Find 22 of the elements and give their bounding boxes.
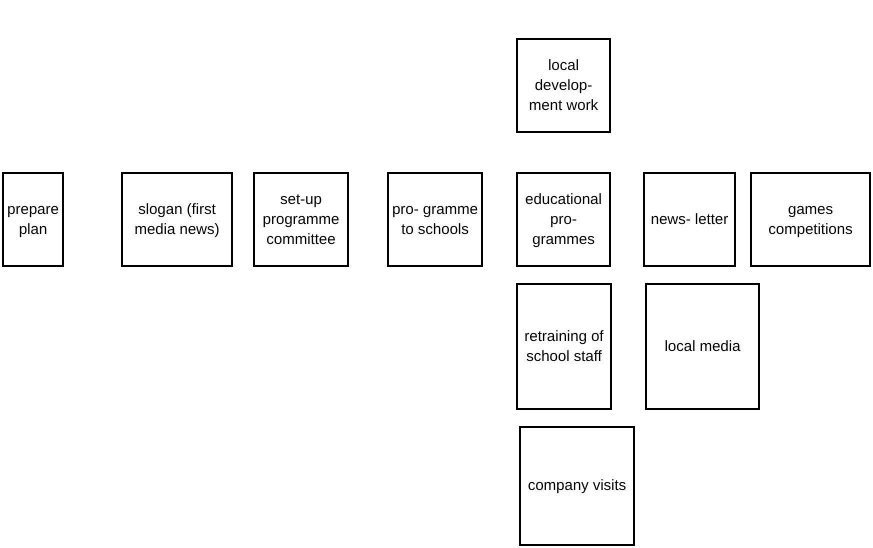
process-box	[2, 172, 64, 267]
process-box	[516, 283, 612, 410]
box-label: games competitions	[767, 200, 854, 240]
process-box	[750, 172, 871, 267]
process-box	[387, 172, 483, 267]
box-label: retraining of school staff	[523, 326, 605, 366]
process-box	[645, 283, 760, 410]
box-label: local develop- ment work	[528, 56, 600, 116]
box-label: pro- gramme to schools	[391, 200, 479, 240]
process-box	[519, 426, 635, 546]
box-label: prepare plan	[6, 200, 60, 240]
process-box	[253, 172, 349, 267]
box-label: company visits	[528, 476, 626, 496]
process-box	[121, 172, 233, 267]
box-label: slogan (first media news)	[133, 200, 221, 240]
process-box	[643, 172, 736, 267]
box-label: news- letter	[650, 210, 728, 230]
box-label: educational pro- grammes	[524, 190, 603, 250]
process-box	[516, 38, 611, 133]
box-label: set-up programme committee	[262, 190, 340, 250]
process-box	[516, 172, 611, 267]
box-label: local media	[664, 336, 740, 356]
